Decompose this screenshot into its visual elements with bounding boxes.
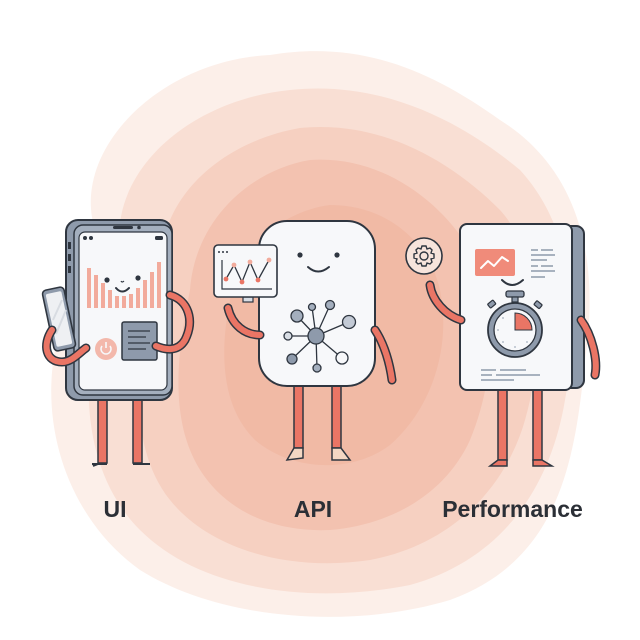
- api-body: [258, 220, 376, 387]
- label-api: API: [293, 496, 333, 522]
- monitor-line-chart-icon: [213, 244, 278, 303]
- small-phone-icon: [41, 286, 77, 352]
- text-lines-bottom: [481, 369, 540, 381]
- performance-smile: [501, 279, 524, 286]
- text-lines: [531, 249, 555, 278]
- network-graph-icon: [283, 299, 357, 373]
- gear-icon: [405, 237, 443, 275]
- ui-character: [41, 219, 194, 467]
- ui-face: [104, 275, 141, 293]
- power-icon: [95, 338, 117, 360]
- ui-bar-chart: [87, 262, 161, 308]
- stopwatch-icon: [487, 290, 543, 358]
- ui-legs: [92, 394, 150, 467]
- label-ui: UI: [103, 496, 127, 522]
- api-character: [213, 220, 397, 461]
- trend-chart-icon: [475, 249, 515, 276]
- performance-character: [405, 223, 601, 467]
- ui-phone-body: [65, 219, 173, 401]
- document-card-icon: [121, 321, 158, 361]
- api-face: [297, 252, 340, 273]
- label-performance: Performance: [442, 496, 583, 522]
